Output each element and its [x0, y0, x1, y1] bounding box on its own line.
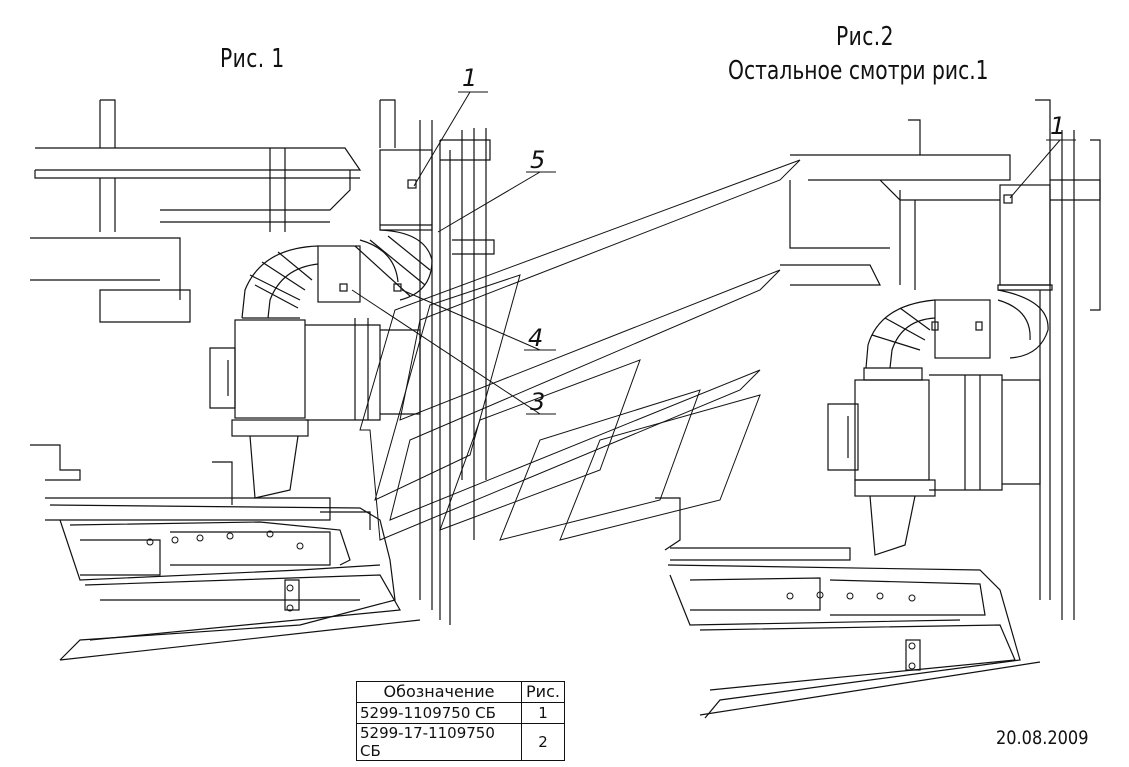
callout-fig1-5: 5: [530, 146, 546, 174]
figure-1-drawing: [30, 99, 495, 661]
table-row: 5299-1109750 СБ 1: [356, 702, 565, 724]
spec-table-header: Обозначение Рис.: [356, 681, 565, 703]
spec-row-figure: 1: [521, 702, 565, 724]
spec-row-figure: 2: [521, 723, 565, 761]
figure-2-title: Рис.2: [836, 22, 894, 52]
spec-row-code: 5299-1109750 СБ: [356, 702, 522, 724]
drawing-date: 20.08.2009: [996, 727, 1089, 749]
spec-table: Обозначение Рис. 5299-1109750 СБ 1 5299-…: [356, 681, 565, 761]
table-row: 5299-17-1109750 СБ 2: [356, 723, 565, 761]
figure-2-subtitle: Остальное смотри рис.1: [728, 56, 989, 86]
spec-row-code: 5299-17-1109750 СБ: [356, 723, 522, 761]
center-stencil: [359, 159, 801, 541]
callout-fig1-4: 4: [528, 324, 544, 352]
spec-header-figure: Рис.: [521, 681, 565, 703]
spec-header-designation: Обозначение: [356, 681, 522, 703]
figure-1-title: Рис. 1: [220, 44, 285, 74]
callout-fig1-3: 3: [530, 388, 546, 416]
leader-lines: [351, 91, 1076, 415]
figure-2-drawing: [655, 99, 1101, 719]
callout-fig1-1: 1: [462, 64, 478, 92]
